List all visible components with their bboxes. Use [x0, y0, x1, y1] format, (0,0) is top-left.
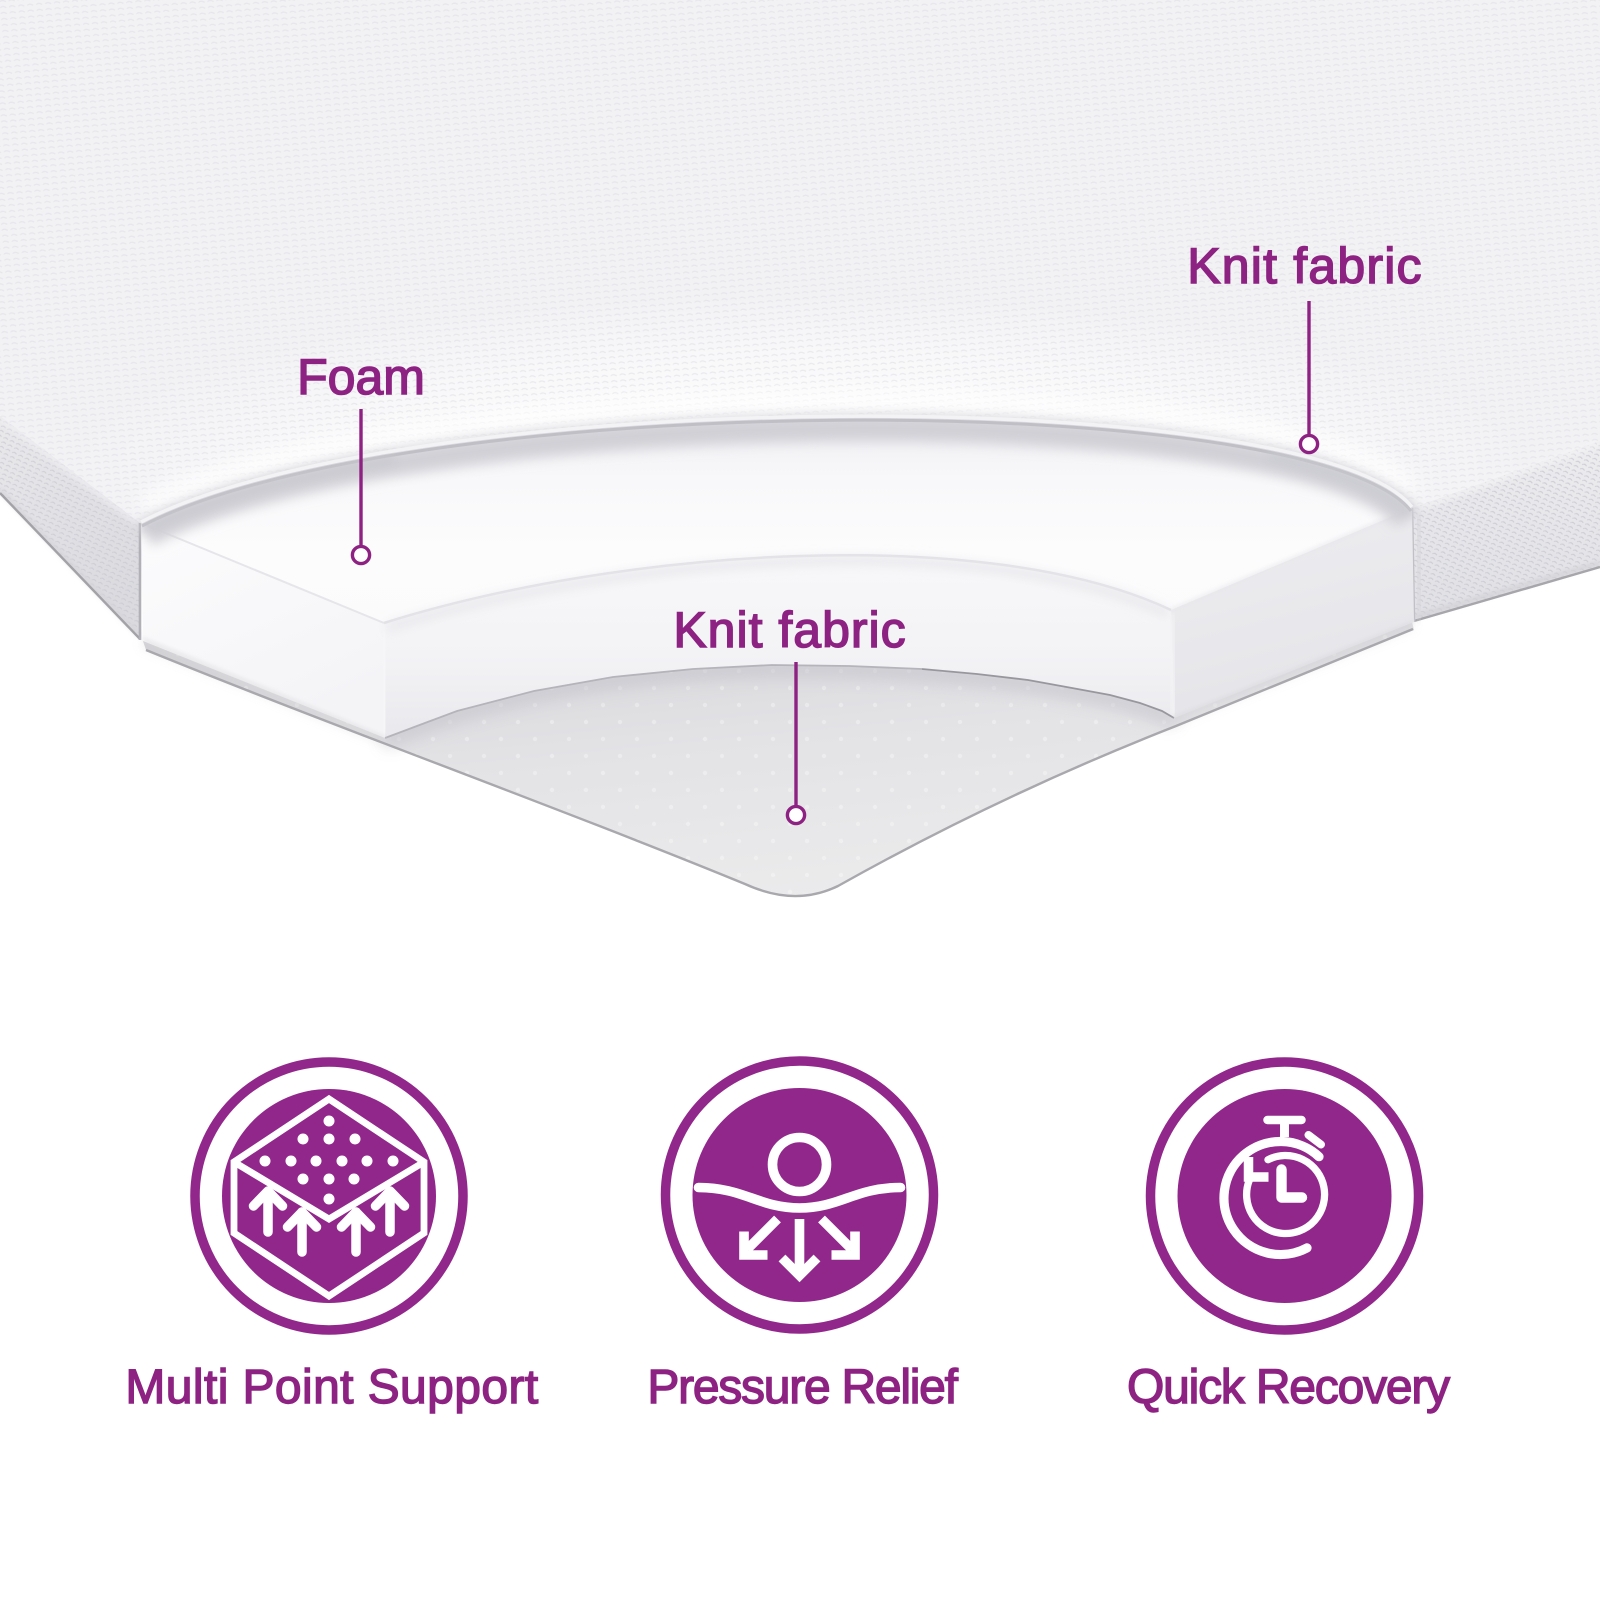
- svg-text:Multi Point Support: Multi Point Support: [125, 1361, 538, 1414]
- svg-text:Foam: Foam: [297, 349, 425, 405]
- svg-text:Quick Recovery: Quick Recovery: [1127, 1361, 1450, 1414]
- svg-text:Knit fabric: Knit fabric: [673, 602, 906, 658]
- svg-text:Knit fabric: Knit fabric: [1187, 238, 1423, 294]
- svg-text:Pressure Relief: Pressure Relief: [647, 1361, 958, 1414]
